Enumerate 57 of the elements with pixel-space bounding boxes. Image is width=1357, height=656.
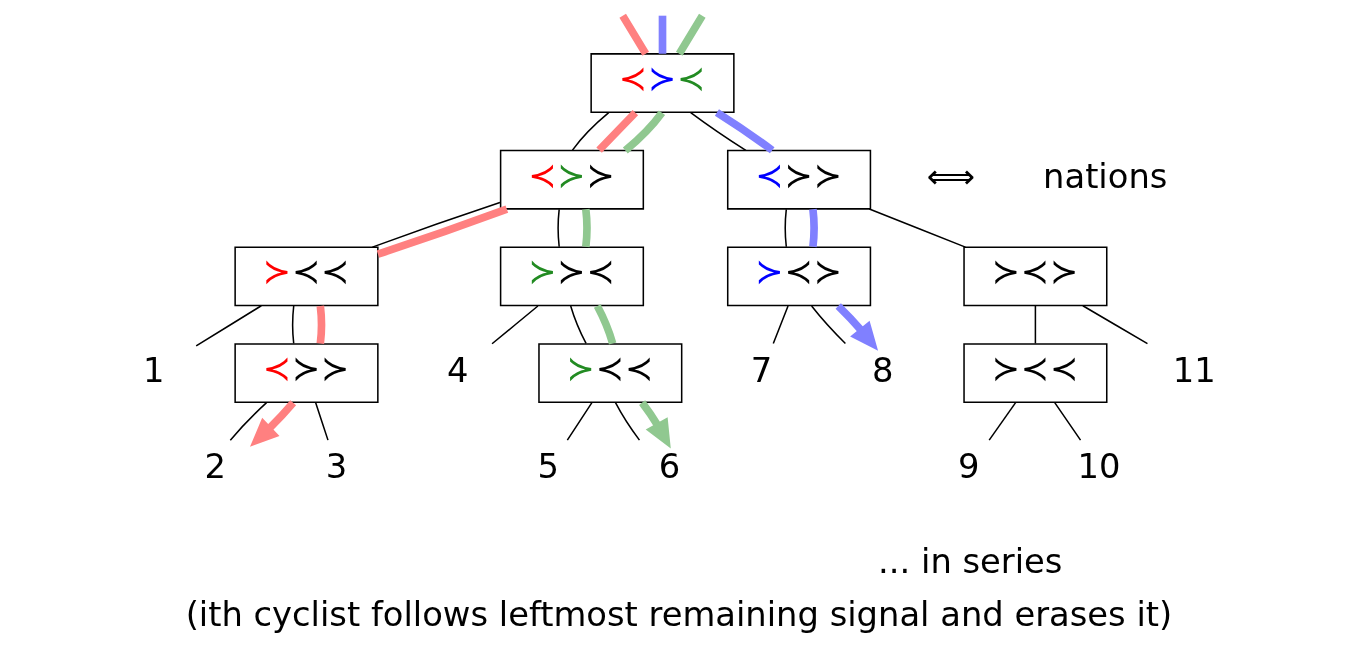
node-box: ≻≺≻ bbox=[962, 246, 1107, 307]
connector bbox=[314, 401, 329, 441]
connector bbox=[571, 111, 609, 151]
node-box: ≻≺≻ bbox=[726, 246, 871, 307]
node-box: ≺≻≺ bbox=[589, 53, 735, 113]
node-text: 4 bbox=[446, 350, 468, 390]
label: nations bbox=[1042, 157, 1167, 197]
connector bbox=[618, 13, 649, 56]
connector bbox=[675, 13, 706, 56]
arrow bbox=[249, 400, 296, 447]
connector bbox=[1034, 305, 1036, 345]
connector bbox=[714, 109, 774, 154]
node-box: ≺≻≻ bbox=[233, 343, 379, 403]
connector bbox=[810, 305, 846, 345]
connector bbox=[868, 208, 966, 248]
connector bbox=[566, 401, 593, 441]
connector bbox=[784, 208, 787, 248]
connector bbox=[614, 401, 640, 441]
node-box: ≺≻≻ bbox=[726, 149, 871, 210]
node-box: ≻≺≺ bbox=[233, 246, 379, 307]
node-text: 7 bbox=[750, 350, 772, 390]
connector bbox=[593, 304, 616, 345]
connector bbox=[194, 305, 262, 347]
caption: (ith cyclist follows leftmost remaining signal and erases it) bbox=[185, 594, 1172, 634]
node-text: 1 bbox=[142, 350, 165, 390]
connector bbox=[569, 305, 587, 345]
node-box: ≺≻≻ bbox=[499, 149, 644, 210]
connector bbox=[490, 305, 539, 345]
connector bbox=[371, 201, 501, 248]
node-box: ≻≻≺ bbox=[499, 246, 644, 307]
node-text: 8 bbox=[871, 350, 893, 390]
arrow bbox=[638, 400, 671, 449]
connector bbox=[581, 208, 591, 248]
node-box: ≻≺≺ bbox=[962, 343, 1107, 403]
connector bbox=[622, 110, 665, 154]
connector bbox=[1053, 401, 1081, 441]
arrow bbox=[835, 303, 878, 351]
connector bbox=[291, 305, 294, 345]
connector bbox=[595, 109, 638, 153]
node-text: 10 bbox=[1077, 447, 1121, 487]
node-text: 6 bbox=[658, 447, 680, 487]
node-text: 3 bbox=[325, 447, 347, 487]
connector bbox=[376, 205, 508, 258]
connector bbox=[772, 305, 789, 345]
node-text: 5 bbox=[536, 447, 559, 487]
connector bbox=[229, 401, 267, 441]
label: ... in series bbox=[877, 542, 1062, 582]
connector bbox=[1081, 305, 1148, 345]
node-text: 2 bbox=[203, 447, 226, 487]
connector bbox=[556, 208, 560, 248]
label: ⟺ bbox=[925, 157, 975, 197]
connector bbox=[987, 401, 1016, 441]
connector bbox=[808, 208, 818, 248]
node-box: ≻≺≺ bbox=[537, 343, 682, 403]
node-text: 11 bbox=[1172, 350, 1216, 390]
connector bbox=[689, 111, 747, 152]
node-text: 9 bbox=[957, 447, 979, 487]
